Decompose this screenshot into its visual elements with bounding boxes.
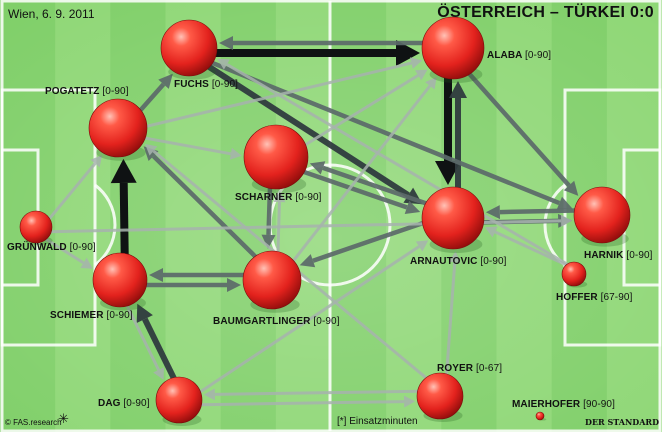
player-node-maierhofer — [535, 411, 547, 421]
player-node-royer — [416, 372, 464, 422]
player-minutes: [0-90] — [211, 79, 239, 90]
player-minutes: [0-90] — [69, 242, 96, 253]
player-label-harnik: HARNIK [0-90] — [584, 250, 653, 261]
player-node-fuchs — [160, 19, 218, 80]
player-node-baumgartlinger — [242, 250, 302, 313]
player-label-dag: DAG [0-90] — [98, 398, 150, 409]
player-name: FUCHS — [174, 79, 209, 90]
player-name: ARNAUTOVIC — [410, 256, 478, 267]
player-name: POGATETZ — [45, 86, 100, 97]
player-node-scharner — [243, 124, 309, 194]
player-minutes: [0-90] — [106, 310, 133, 321]
pass-arrow — [215, 40, 420, 66]
pass-arrow — [217, 58, 569, 266]
player-label-maierhofer: MAIERHOFER [90-90] — [512, 399, 615, 410]
player-label-schiemer: SCHIEMER [0-90] — [50, 310, 133, 321]
player-minutes: [0-90] — [123, 398, 150, 409]
player-label-royer: ROYER [0-67] — [437, 363, 502, 374]
player-name: GRÜNWALD — [7, 242, 67, 253]
player-node-gruenwald — [19, 210, 53, 246]
player-node-arnautovic — [421, 186, 485, 254]
pass-arrow — [299, 220, 425, 268]
publisher-logo: DER STANDARD — [585, 417, 660, 427]
player-name: HOFFER — [556, 292, 598, 303]
player-node-hoffer — [561, 261, 588, 288]
pass-arrow — [203, 388, 419, 401]
player-name: ROYER — [437, 363, 474, 374]
player-label-pogatetz: POGATETZ [0-90] — [45, 86, 129, 97]
pass-arrow — [198, 240, 429, 394]
player-minutes: [0-90] — [525, 50, 552, 61]
player-nodes — [19, 16, 631, 426]
pass-arrow — [466, 71, 579, 196]
player-minutes: [0-90] — [102, 86, 129, 97]
fas-research-icon: ✳ — [58, 411, 69, 426]
pass-arrow — [44, 237, 93, 269]
pass-arrow — [143, 136, 242, 160]
pass-arrow — [449, 81, 467, 189]
player-name: BAUMGARTLINGER — [213, 316, 311, 327]
pass-arrow — [136, 303, 177, 381]
pass-arrow — [301, 169, 421, 214]
legend-minutes: [*] Einsatzminuten — [337, 416, 418, 427]
pass-arrow — [210, 60, 573, 210]
pass-arrow — [303, 69, 428, 147]
player-node-dag — [155, 376, 203, 426]
pass-arrows — [44, 36, 579, 408]
player-label-fuchs: FUCHS [0-90] — [174, 79, 238, 90]
player-name: SCHIEMER — [50, 310, 104, 321]
credit-text: © FAS.research — [5, 418, 62, 427]
player-label-scharner: SCHARNER [0-90] — [235, 192, 322, 203]
pass-arrow — [145, 278, 241, 292]
player-minutes: [0-90] — [295, 192, 322, 203]
player-name: DAG — [98, 398, 121, 409]
player-label-arnautovic: ARNAUTOVIC [0-90] — [410, 256, 507, 267]
pass-arrow — [309, 161, 428, 206]
pass-arrow — [435, 77, 461, 185]
player-minutes: [0-67] — [475, 363, 503, 374]
player-label-baumgartlinger: BAUMGARTLINGER [0-90] — [213, 316, 340, 327]
player-node-harnik — [573, 186, 631, 247]
player-minutes: [90-90] — [583, 399, 615, 410]
player-node-pogatetz — [88, 98, 148, 161]
player-name: HARNIK — [584, 250, 624, 261]
pass-arrow — [485, 226, 568, 267]
player-label-gruenwald: GRÜNWALD [0-90] — [7, 242, 96, 253]
pass-arrow — [291, 77, 437, 263]
pass-arrow — [149, 268, 245, 282]
player-label-alaba: ALABA [0-90] — [487, 50, 551, 61]
player-minutes: [0-90] — [626, 250, 653, 261]
pass-arrow — [47, 155, 103, 221]
player-minutes: [67-90] — [600, 292, 633, 303]
left-penalty-arc — [94, 183, 117, 267]
player-minutes: [0-90] — [480, 256, 507, 267]
player-minutes: [0-90] — [313, 316, 340, 327]
pass-arrow — [485, 205, 576, 220]
pass-arrow — [445, 251, 461, 376]
player-name: SCHARNER — [235, 192, 293, 203]
player-node-schiemer — [92, 252, 148, 311]
player-node-alaba — [421, 16, 485, 84]
pass-arrow — [110, 158, 137, 255]
pass-arrow — [138, 73, 173, 113]
player-name: ALABA — [487, 50, 523, 61]
pass-arrow — [125, 303, 164, 380]
player-label-hoffer: HOFFER [67-90] — [556, 292, 632, 303]
player-name: MAIERHOFER — [512, 399, 581, 410]
pass-arrow — [200, 395, 416, 408]
pass-arrow — [219, 36, 424, 50]
match-title: ÖSTERREICH – TÜRKEI 0:0 — [437, 4, 654, 21]
match-date: Wien, 6. 9. 2011 — [8, 7, 95, 21]
